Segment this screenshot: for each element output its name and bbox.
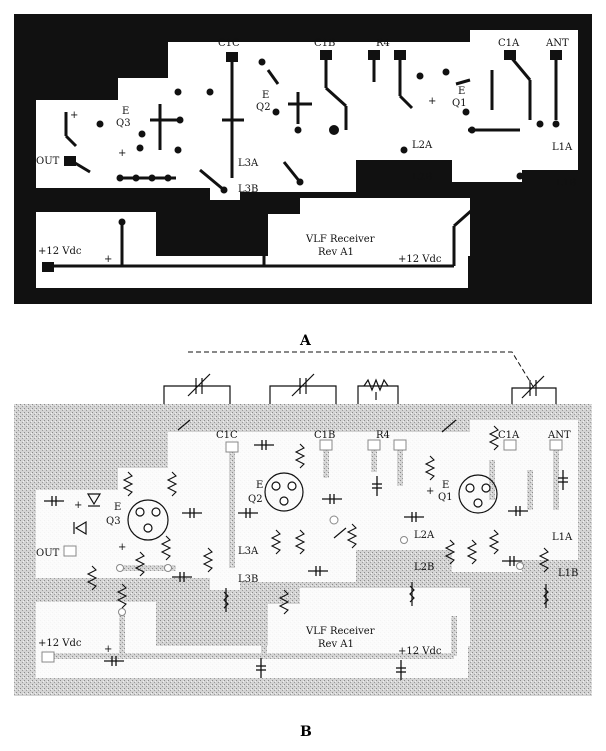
a-board-title-line2: Rev A1	[318, 247, 354, 258]
b-label-c1b: C1B	[314, 430, 335, 441]
b-label-supply-left: +12 Vdc	[38, 638, 82, 649]
a-label-plus-supply: +	[104, 254, 112, 265]
b-board-title-line1: VLF Receiver	[305, 626, 375, 637]
panel-a-bottom-rail-clear	[36, 212, 156, 288]
b-label-plus-q3a: +	[74, 500, 82, 511]
panel-a-bottom-strip-clear	[156, 256, 468, 288]
panel-b-bottom-rail-clear	[36, 602, 156, 678]
inductor-tuning-arrows	[177, 419, 549, 612]
a-label-ant: ANT	[545, 38, 569, 49]
a-label-c1b: C1B	[314, 38, 335, 49]
a-label-c1a: C1A	[498, 38, 520, 49]
b-label-l1a: L1A	[552, 532, 573, 543]
b-label-plus-q3b: +	[118, 542, 126, 553]
gang-tuning-dashed-link	[188, 351, 535, 389]
b-label-l1b: L1B	[558, 568, 578, 579]
b-label-r4: R4	[376, 430, 390, 441]
a-label-l2b: L2B	[412, 172, 432, 183]
a-label-supply-left: +12 Vdc	[38, 246, 82, 257]
b-label-out: OUT	[36, 548, 60, 559]
q1-transistor-body	[458, 474, 498, 514]
panel-b-component-layout: C1C C1B R4 C1A ANT E Q3 + + E Q2 E Q1 + …	[14, 351, 592, 696]
b-label-plus-q1: +	[426, 486, 434, 497]
b-label-c1a: C1A	[498, 430, 520, 441]
panel-a-pads	[42, 50, 562, 272]
a-label-e-q2: E	[262, 90, 269, 101]
b-label-e-q2: E	[256, 480, 263, 491]
a-label-l1a: L1A	[552, 142, 573, 153]
b-label-q3: Q3	[106, 516, 121, 527]
b-label-q1: Q1	[438, 492, 453, 503]
panel-b-right-bus-clear	[268, 588, 470, 646]
panel-a-labels: C1C C1B R4 C1A ANT E Q3 + + E Q2 E Q1 + …	[36, 38, 576, 265]
a-label-l2a: L2A	[412, 140, 433, 151]
panel-a-copper-layout: C1C C1B R4 C1A ANT E Q3 + + E Q2 E Q1 + …	[14, 14, 592, 304]
panel-a-right-bus-clear	[268, 198, 470, 256]
b-label-l3b: L3B	[238, 574, 258, 585]
panel-a-letter: A	[299, 333, 312, 349]
a-label-q1: Q1	[452, 98, 467, 109]
b-label-c1c: C1C	[216, 430, 238, 441]
b-label-supply-right: +12 Vdc	[398, 646, 442, 657]
a-label-q2: Q2	[256, 102, 271, 113]
a-label-l1b: L1B	[556, 178, 576, 189]
b-label-e-q1: E	[442, 480, 449, 491]
a-label-c1c: C1C	[218, 38, 240, 49]
panel-b-pads	[41, 439, 563, 663]
b-label-ant: ANT	[547, 430, 571, 441]
a-label-e-q1: E	[458, 86, 465, 97]
b-label-l2b: L2B	[414, 562, 434, 573]
a-label-e-q3: E	[122, 106, 129, 117]
panel-b-labels: C1C C1B R4 C1A ANT E Q3 + + E Q2 E Q1 + …	[36, 430, 578, 657]
a-label-plus-q1: +	[428, 96, 436, 107]
transistors	[127, 472, 498, 541]
panel-b-upper-clear-area	[36, 420, 578, 590]
a-label-q3: Q3	[116, 118, 131, 129]
a-label-l3b: L3B	[238, 184, 258, 195]
resistors	[86, 425, 550, 615]
a-label-supply-right: +12 Vdc	[398, 254, 442, 265]
a-label-plus-q3a: +	[70, 110, 78, 121]
panel-b-bottom-strip-clear	[156, 646, 468, 678]
b-label-l3a: L3A	[238, 546, 259, 557]
q2-transistor-body	[264, 472, 304, 512]
b-label-e-q3: E	[114, 502, 121, 513]
a-label-l3a: L3A	[238, 158, 259, 169]
b-label-plus-supply: +	[104, 644, 112, 655]
diodes	[73, 493, 102, 536]
b-board-title-line2: Rev A1	[318, 639, 354, 650]
b-label-l2a: L2A	[414, 530, 435, 541]
panel-a-upper-clear-area	[36, 30, 578, 200]
a-label-out: OUT	[36, 156, 60, 167]
b-label-q2: Q2	[248, 494, 263, 505]
panel-b-letter: B	[300, 724, 312, 740]
q3-transistor-body	[127, 499, 169, 541]
capacitors	[44, 440, 568, 680]
a-board-title-line1: VLF Receiver	[305, 234, 375, 245]
a-label-plus-q3b: +	[118, 148, 126, 159]
a-label-r4: R4	[376, 38, 390, 49]
